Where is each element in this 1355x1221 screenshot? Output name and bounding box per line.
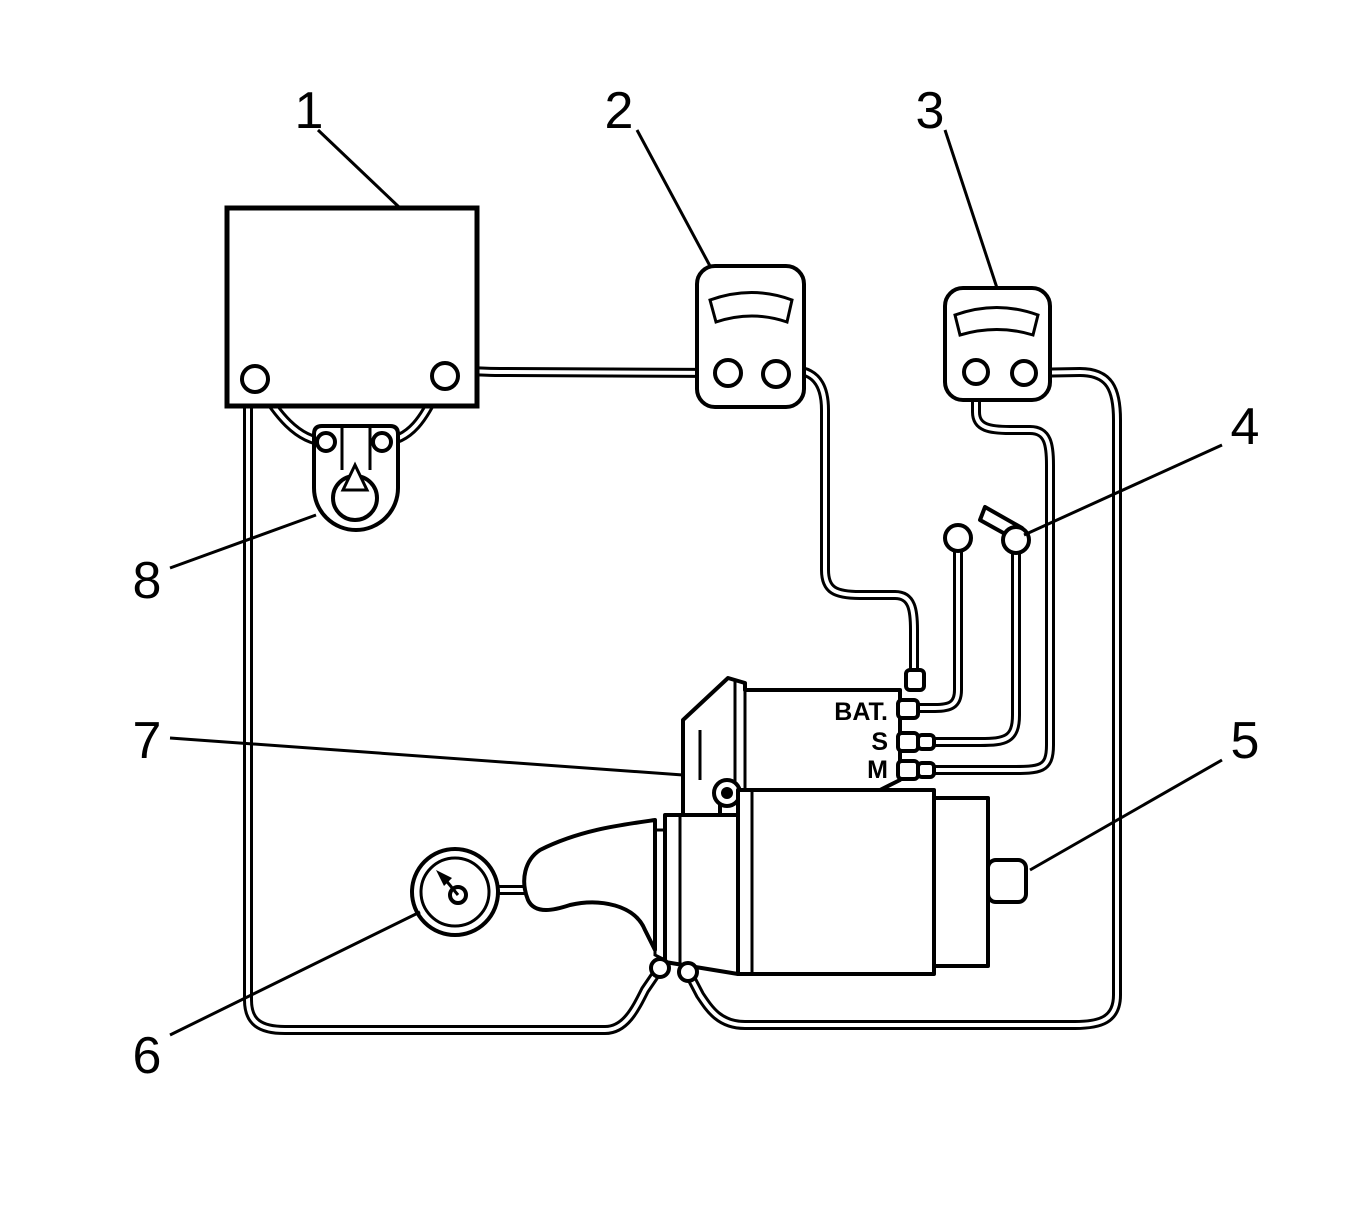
meter-3-body — [943, 286, 1052, 402]
leader-5 — [1029, 758, 1223, 872]
battery-negative-terminal — [240, 364, 270, 394]
leader-6 — [169, 910, 421, 1037]
callout-3: 3 — [916, 82, 945, 140]
terminal-s-stud — [896, 731, 920, 753]
carbon-pile — [312, 424, 400, 532]
switch-contact-right — [1001, 525, 1031, 555]
starter-motor: BAT. S M — [522, 668, 1028, 983]
callout-4: 4 — [1231, 398, 1260, 456]
remote-switch — [943, 505, 1031, 555]
terminal-m-stud — [896, 759, 920, 781]
drive-housing — [663, 813, 740, 976]
callout-8: 8 — [133, 552, 162, 610]
meter-2-terminal-left — [713, 358, 743, 388]
leader-4 — [1023, 443, 1223, 537]
leader-2 — [635, 129, 712, 267]
meter-2-scale — [708, 291, 794, 324]
leader-7 — [169, 736, 684, 777]
callout-7: 7 — [133, 712, 162, 770]
leader-1 — [316, 128, 402, 210]
battery — [224, 205, 480, 409]
motor-body — [736, 788, 936, 976]
motor-end-cap — [932, 796, 990, 968]
terminal-m-label: M — [867, 756, 888, 784]
drive-nose — [522, 818, 657, 952]
callout-2: 2 — [605, 82, 634, 140]
meter-3-scale — [953, 306, 1040, 337]
battery-positive-terminal — [430, 361, 460, 391]
callout-5: 5 — [1231, 712, 1260, 770]
tachometer — [410, 847, 500, 937]
meter-3-terminal-right — [1010, 359, 1038, 387]
terminal-bat-label: BAT. — [834, 698, 888, 726]
meter-2 — [695, 264, 806, 409]
callout-1: 1 — [295, 82, 324, 140]
meter-2-terminal-right — [761, 359, 791, 389]
wire-meter2-to-bat — [771, 365, 919, 685]
starter-ground-stud-right — [677, 961, 699, 983]
wires — [243, 365, 1122, 1035]
switch-contact-left — [943, 523, 973, 553]
meter-3-terminal-left — [962, 358, 990, 386]
terminal-bat-stud — [896, 698, 920, 720]
starter-ground-stud-left — [649, 957, 671, 979]
callout-numbers: 1 2 3 4 5 6 7 8 — [133, 82, 1260, 1085]
leader-lines — [169, 128, 1223, 1037]
carbon-pile-pointer — [340, 461, 370, 492]
meter-2-body — [695, 264, 806, 409]
leader-3 — [943, 129, 999, 289]
meter-3 — [943, 286, 1052, 402]
leader-8 — [169, 513, 317, 570]
solenoid-terminals — [896, 668, 936, 781]
motor-rear-bearing — [986, 858, 1028, 904]
callout-6: 6 — [133, 1027, 162, 1085]
terminal-s-label: S — [871, 728, 888, 756]
